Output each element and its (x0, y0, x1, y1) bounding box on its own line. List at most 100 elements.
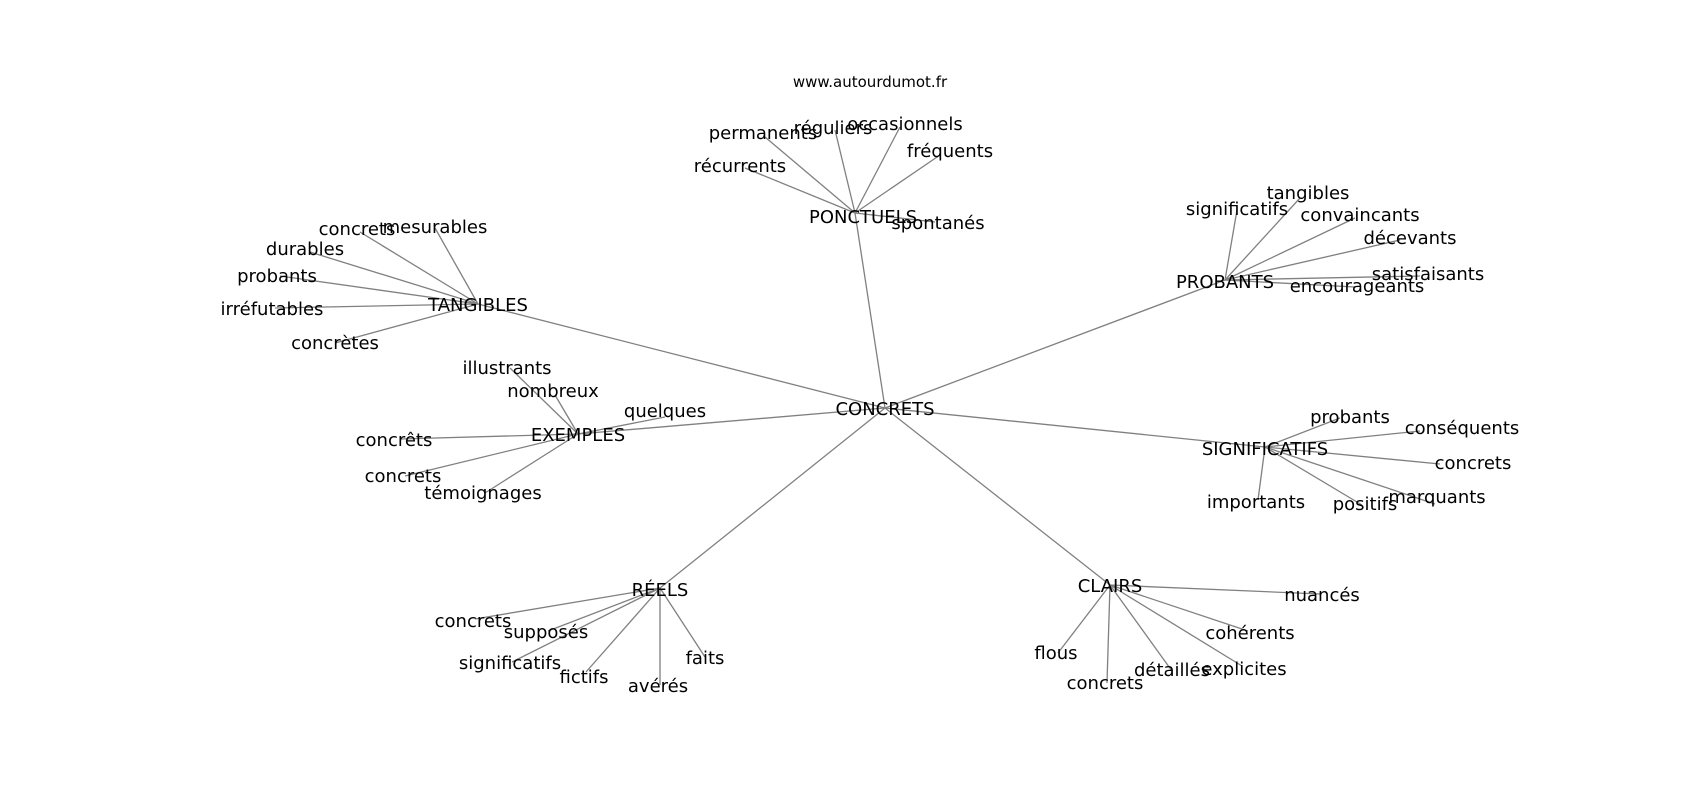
edge-ponctuels-spontanes (854, 212, 936, 223)
edge-clairs-explicites (1109, 584, 1243, 667)
leaf-node-significatifs-concrets: concrets (1435, 453, 1512, 474)
leaf-node-significatifs-marquants: marquants (1388, 487, 1485, 508)
edge-tangibles-mesurables (434, 227, 479, 305)
labels-layer: récurrents permanentsréguliersoccasionnel… (221, 114, 1520, 697)
edge-reels-fictifs (585, 587, 661, 673)
edge-reels-significatifs (511, 587, 661, 663)
edge-significatifs-consequents (1264, 430, 1421, 448)
leaf-node-ponctuels-recurrents: récurrents (694, 156, 786, 177)
edge-center-ponctuels (854, 212, 886, 409)
branch-node-reels: RÉELS (632, 579, 689, 601)
leaf-node-reels-fictifs: fictifs (559, 667, 608, 688)
edge-reels-faits (659, 587, 706, 658)
edge-center-probants (884, 279, 1226, 409)
edge-probants-satisfaisants (1224, 275, 1421, 281)
edge-exemples-concrets-circ (399, 433, 579, 440)
leaf-node-ponctuels-spontanes: spontanés (891, 213, 984, 234)
leaf-node-exemples-illustrants: illustrants (462, 358, 551, 379)
leaf-node-tangibles-probants: probants (237, 266, 317, 287)
leaf-node-probants-tangibles: tangibles (1267, 183, 1350, 204)
leaf-node-probants-convaincants: convaincants (1300, 205, 1419, 226)
leaf-node-probants-decevants: décevants (1364, 228, 1457, 249)
leaf-node-clairs-nuances: nuancés (1284, 585, 1360, 606)
edge-ponctuels-recurrents (744, 167, 856, 214)
leaf-node-significatifs-consequents: conséquents (1405, 418, 1520, 439)
leaf-node-tangibles-concrets: concrets (319, 219, 396, 240)
leaf-node-tangibles-concretes: concrètes (291, 333, 379, 354)
edge-exemples-quelques (577, 416, 666, 435)
edge-center-exemples (577, 407, 886, 435)
leaf-node-tangibles-irrefutables: irréfutables (221, 299, 324, 320)
edge-tangibles-durables (309, 251, 479, 305)
leaf-node-reels-concrets: concrets (435, 611, 512, 632)
edge-significatifs-probants (1264, 417, 1341, 448)
leaf-node-probants-encourageants: encourageants (1290, 276, 1425, 297)
edge-ponctuels-permanents (764, 136, 856, 214)
edge-clairs-concrets (1106, 584, 1111, 684)
leaf-node-probants-significatifs: significatifs (1186, 199, 1288, 220)
edge-center-clairs (884, 407, 1111, 586)
leaf-node-exemples-quelques: quelques (624, 401, 706, 422)
edge-significatifs-positifs (1264, 446, 1363, 506)
edge-probants-decevants (1224, 239, 1401, 281)
edges-layer (274, 126, 1441, 685)
edge-exemples-illustrants (509, 367, 579, 435)
edge-probants-tangibles (1224, 197, 1301, 281)
leaf-node-reels-significatifs: significatifs (459, 653, 561, 674)
edge-clairs-coherents (1109, 584, 1249, 632)
edge-clairs-detailles (1109, 584, 1173, 672)
edge-exemples-concrets (404, 433, 579, 477)
leaf-node-exemples-nombreux: nombreux (507, 381, 599, 402)
leaf-node-clairs-flous: flous (1034, 643, 1077, 664)
edge-significatifs-concrets (1264, 446, 1441, 465)
branch-node-ponctuels: PONCTUELS (809, 207, 917, 228)
edge-probants-convaincants (1224, 217, 1356, 281)
edge-ponctuels-reguliers (834, 129, 856, 214)
edge-ponctuels-occasionnels (854, 126, 901, 214)
edge-tangibles-concretes (334, 303, 479, 344)
edge-exemples-temoignages (484, 433, 579, 494)
leaf-node-exemples-concrets: concrets (365, 466, 442, 487)
leaf-node-reels-faits: faits (686, 648, 725, 669)
edge-reels-concrets (474, 587, 661, 620)
center-node: CONCRETS (835, 399, 934, 420)
edge-center-significatifs (884, 407, 1266, 448)
leaf-node-probants-satisfaisants: satisfaisants (1372, 264, 1484, 285)
leaf-node-ponctuels-frequents: fréquents (907, 141, 993, 162)
leaf-node-clairs-coherents: cohérents (1205, 623, 1294, 644)
branch-node-significatifs: SIGNIFICATIFS (1202, 439, 1328, 460)
leaf-node-reels-supposes: supposés (504, 622, 588, 643)
edge-significatifs-marquants (1264, 446, 1436, 505)
edge-exemples-nombreux (554, 394, 579, 435)
edge-probants-encourageants (1224, 279, 1356, 288)
leaf-node-tangibles-durables: durables (266, 239, 344, 260)
leaf-node-significatifs-positifs: positifs (1333, 494, 1398, 515)
edge-center-tangibles (477, 303, 886, 409)
leaf-node-exemples-concrets-circ: concrêts (356, 430, 433, 451)
branch-node-tangibles: TANGIBLES (427, 295, 528, 316)
leaf-node-ponctuels-occasionnels: occasionnels (847, 114, 963, 135)
leaf-node-clairs-concrets: concrets (1067, 673, 1144, 694)
leaf-node-clairs-detailles: détaillés (1134, 660, 1210, 681)
edge-clairs-nuances (1109, 584, 1321, 595)
edge-probants-significatifs (1224, 209, 1238, 281)
branch-node-clairs: CLAIRS (1078, 576, 1143, 597)
leaf-node-ponctuels-permanents: permanents (709, 123, 817, 144)
leaf-node-significatifs-probants: probants (1310, 407, 1390, 428)
leaf-node-clairs-explicites: explicites (1201, 659, 1286, 680)
edge-tangibles-irrefutables (274, 303, 479, 309)
edge-significatifs-importants (1257, 446, 1266, 501)
leaf-node-ponctuels-reguliers: réguliers (794, 118, 873, 139)
edge-tangibles-probants (279, 275, 479, 305)
edge-reels-supposes (547, 587, 661, 632)
edge-clairs-flous (1057, 584, 1111, 654)
leaf-node-reels-averes: avérés (628, 676, 688, 697)
source-attribution: www.autourdumot.fr (793, 73, 948, 91)
branch-node-probants: PROBANTS (1176, 272, 1274, 293)
edge-ponctuels-frequents (854, 154, 941, 214)
leaf-node-tangibles-mesurables: mesurables (383, 217, 488, 238)
edge-center-reels (659, 407, 886, 589)
leaf-node-exemples-temoignages: témoignages (424, 483, 541, 504)
edge-tangibles-concrets (359, 231, 479, 305)
